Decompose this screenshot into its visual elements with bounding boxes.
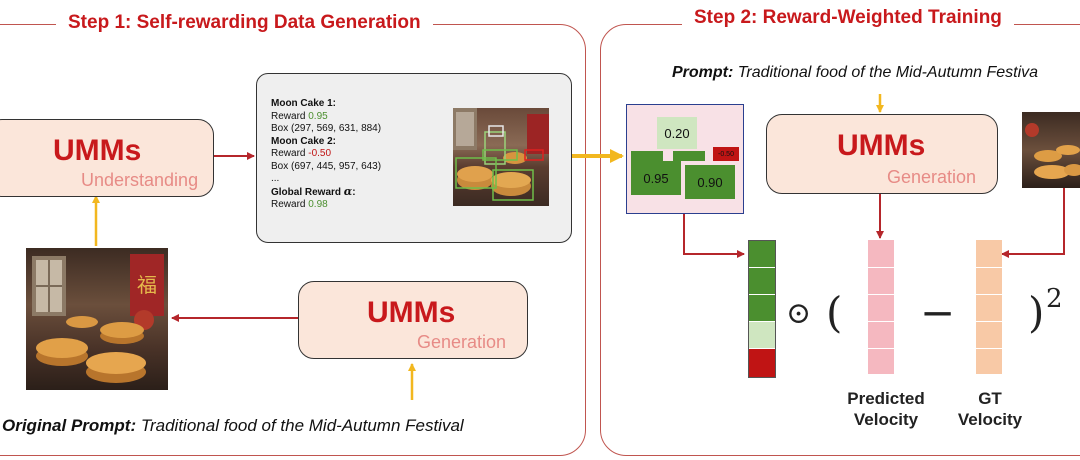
exponent-2: 2: [1046, 284, 1063, 314]
umms-generation-title-step1: UMMs: [367, 296, 456, 329]
gt-image-art: [1025, 123, 1080, 179]
cake1-reward-label: Reward: [271, 110, 306, 122]
minus-symbol: −: [920, 288, 956, 337]
reward-weight-bar: [748, 240, 776, 378]
global-reward-symbol: α: [343, 184, 353, 198]
odot-symbol: ⊙: [786, 296, 812, 331]
predicted-divider-3: [868, 321, 894, 322]
umms-generation-subtitle-step1: Generation: [417, 332, 507, 352]
predicted-velocity-label: Predicted Velocity: [836, 388, 936, 430]
cake2-label: Moon Cake 2:: [271, 135, 337, 147]
umms-generation-subtitle-step2: Generation: [887, 167, 977, 187]
reward-bar-cell-3: [749, 295, 775, 322]
reward-bar-cell-4: [749, 322, 775, 349]
predicted-label-line2: Velocity: [853, 410, 919, 429]
predicted-label-line1: Predicted: [847, 389, 925, 408]
step2-prompt-text: Traditional food of the Mid-Autumn Festi…: [737, 64, 1039, 81]
original-prompt-label: Original Prompt:: [2, 416, 137, 435]
global-reward-label: Global Reward: [271, 186, 342, 198]
reward-map-strip-left: [631, 151, 663, 161]
predicted-divider-1: [868, 267, 894, 268]
cake1-label: Moon Cake 1:: [271, 98, 337, 109]
step1-title: Step 1: Self-rewarding Data Generation: [56, 12, 433, 34]
predicted-divider-2: [868, 294, 894, 295]
reward-map-strip-right: [673, 151, 705, 161]
reward-map-top: 0.20: [657, 117, 697, 149]
gt-divider-2: [976, 294, 1002, 295]
umms-generation-box-step2: UMMs Generation: [766, 114, 998, 194]
global-reward-value: 0.98: [308, 199, 328, 210]
generated-mooncake-photo: 福: [26, 248, 168, 390]
predicted-velocity-bar: [868, 240, 894, 374]
cake2-reward-value: -0.50: [308, 148, 332, 159]
reward-bar-cell-1: [749, 241, 775, 268]
reward-map-left: 0.95: [631, 161, 681, 195]
cake2-box: Box (697, 445, 957, 643): [271, 160, 382, 172]
arrow-image-to-gt: [1001, 180, 1065, 258]
reward-map: 0.20 -0.50 0.95 0.90: [626, 104, 744, 214]
gt-image: [1022, 112, 1080, 188]
svg-text:福: 福: [137, 273, 157, 297]
arrow-map-to-reward-bar: [683, 214, 745, 258]
close-paren: ): [1028, 288, 1045, 337]
gt-label-line2: Velocity: [957, 410, 1023, 429]
global-reward-colon: :: [352, 186, 356, 198]
umms-understanding-subtitle: Understanding: [81, 170, 199, 190]
gt-velocity-bar: [976, 240, 1002, 374]
umms-understanding-title: UMMs: [53, 134, 142, 167]
step2-prompt-label: Prompt:: [672, 64, 734, 81]
cake1-box: Box (297, 569, 631, 884): [271, 123, 382, 134]
gt-divider-4: [976, 348, 1002, 349]
original-prompt-text: Traditional food of the Mid-Autumn Festi…: [140, 416, 464, 435]
reward-map-right: 0.90: [685, 165, 735, 199]
cake2-reward-label: Reward: [271, 148, 306, 159]
reward-bar-cell-2: [749, 268, 775, 295]
detection-thumbnail: [453, 108, 549, 206]
gt-velocity-label: GT Velocity: [940, 388, 1040, 430]
cake1-reward-value: 0.95: [308, 110, 328, 122]
predicted-divider-4: [868, 348, 894, 349]
gt-divider-1: [976, 267, 1002, 268]
step2-title: Step 2: Reward-Weighted Training: [682, 7, 1014, 29]
detection-thumbnail-art: [453, 108, 549, 201]
step2-prompt: Prompt: Traditional food of the Mid-Autu…: [672, 64, 1038, 82]
open-paren: (: [826, 288, 843, 337]
original-prompt: Original Prompt: Traditional food of the…: [2, 416, 464, 436]
umms-generation-box-step1: UMMs Generation: [298, 281, 528, 359]
reward-info-text: Moon Cake 1: Reward 0.95 Box (297, 569, …: [271, 98, 381, 212]
gt-divider-3: [976, 321, 1002, 322]
umms-understanding-box: UMMs Understanding: [0, 119, 214, 197]
reward-bar-cell-5: [749, 349, 775, 377]
umms-generation-title-step2: UMMs: [837, 129, 926, 162]
global-reward-text: Reward: [271, 199, 306, 210]
reward-info-box: Moon Cake 1: Reward 0.95 Box (297, 569, …: [256, 73, 572, 243]
generated-mooncake-art: 福: [32, 254, 164, 383]
reward-map-neg: -0.50: [713, 147, 739, 161]
ellipsis: ...: [271, 173, 280, 184]
gt-label-line1: GT: [978, 389, 1002, 408]
